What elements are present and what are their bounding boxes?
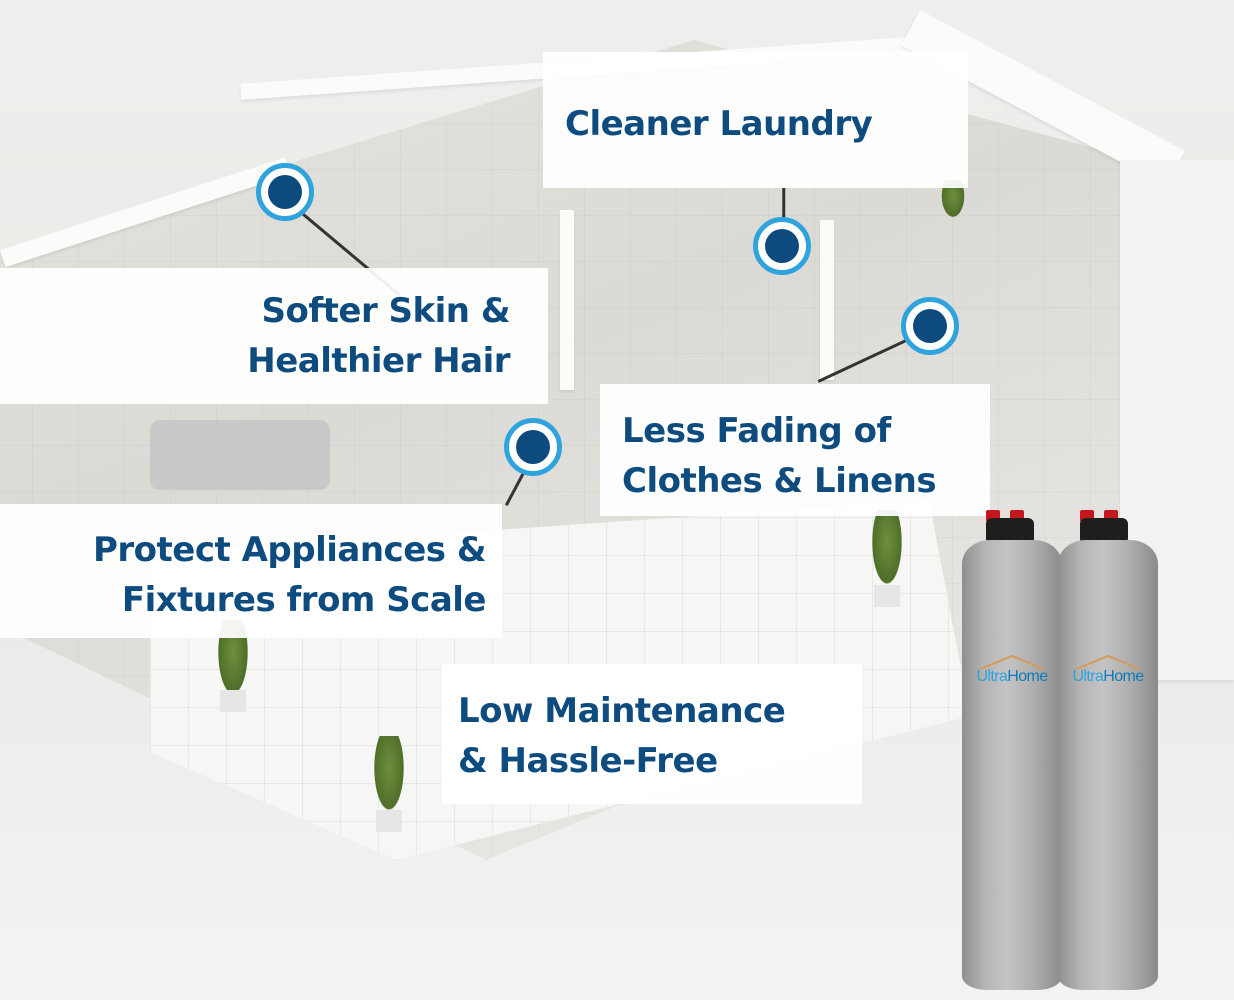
wall <box>560 210 574 390</box>
plant <box>372 736 406 816</box>
tank-body: UltraHome <box>962 540 1062 990</box>
callout-text: Clothes & Linens <box>622 461 937 501</box>
plant <box>870 510 904 590</box>
callout-protect-appliances: Protect Appliances & Fixtures from Scale <box>0 504 502 638</box>
location-marker-bedroom[interactable] <box>901 297 959 355</box>
callout-text: Less Fading of <box>622 411 891 451</box>
roof-logo-icon <box>979 654 1045 670</box>
brand-logo: UltraHome <box>976 668 1048 685</box>
location-marker-kitchen[interactable] <box>504 418 562 476</box>
wall <box>820 220 834 380</box>
callout-softer-skin: Softer Skin & Healthier Hair <box>0 268 548 404</box>
plant-pot <box>874 585 900 607</box>
callout-text: Softer Skin & <box>261 291 511 331</box>
callout-cleaner-laundry: Cleaner Laundry <box>543 52 968 188</box>
callout-text: & Hassle-Free <box>458 741 718 781</box>
callout-text: Fixtures from Scale <box>121 580 487 620</box>
callout-text: Protect Appliances & <box>93 530 487 570</box>
brand-logo: UltraHome <box>1072 668 1144 685</box>
callout-text: Healthier Hair <box>247 341 510 381</box>
callout-text: Low Maintenance <box>458 691 786 731</box>
tank-body: UltraHome <box>1058 540 1158 990</box>
location-marker-bathroom[interactable] <box>256 163 314 221</box>
callout-low-maintenance: Low Maintenance & Hassle-Free <box>442 664 862 804</box>
sofa <box>150 420 330 490</box>
plant-pot <box>376 810 402 832</box>
callout-text: Cleaner Laundry <box>565 104 873 144</box>
roof-logo-icon <box>1075 654 1141 670</box>
plant-pot <box>220 690 246 712</box>
callout-less-fading: Less Fading of Clothes & Linens <box>600 384 990 516</box>
location-marker-laundry[interactable] <box>753 217 811 275</box>
